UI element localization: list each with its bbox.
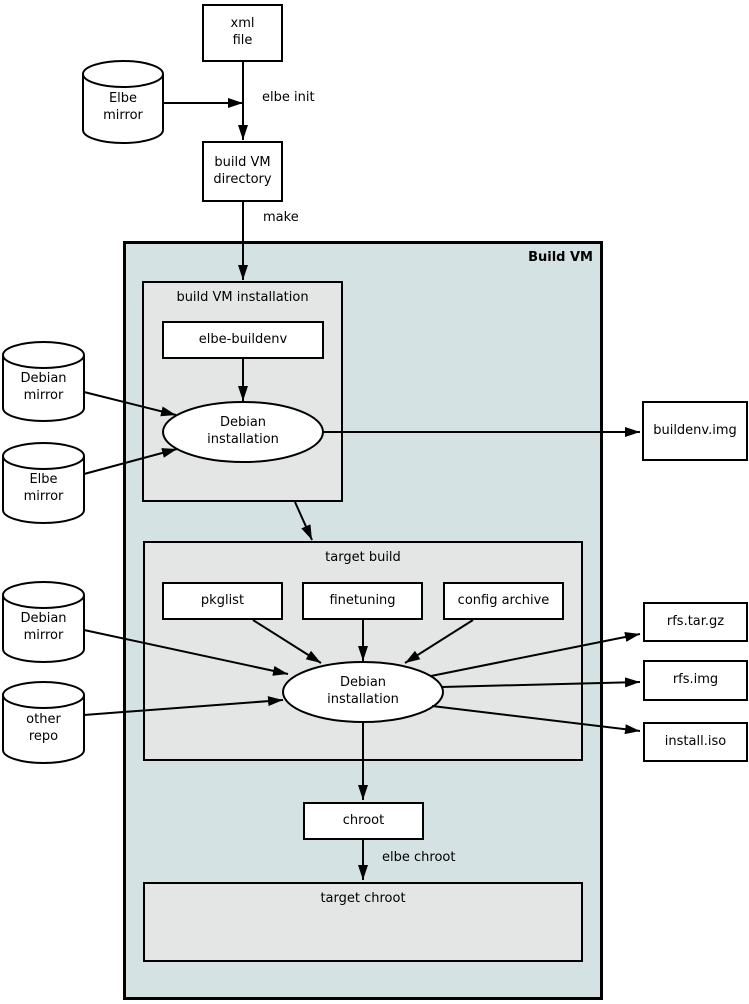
xml-file-node: xml file <box>202 4 283 62</box>
rfs-tar-gz-label: rfs.tar.gz <box>666 613 725 629</box>
other-repo-cylinder <box>2 681 85 764</box>
xml-file-label: xml file <box>230 16 255 48</box>
arrow-debian-installation-to-install-iso <box>431 705 641 735</box>
build-vm-installation-panel: build VM installation <box>142 281 343 502</box>
rfs-tar-gz-node: rfs.tar.gz <box>643 602 748 642</box>
target-chroot-title: target chroot <box>320 891 406 906</box>
finetuning-label: finetuning <box>329 592 396 608</box>
chroot-node: chroot <box>303 802 424 840</box>
elbe-buildenv-label: elbe-buildenv <box>198 331 288 347</box>
install-iso-node: install.iso <box>643 722 748 762</box>
build-vm-directory-node: build VM directory <box>202 141 283 202</box>
arrow-debian-installation-to-rfs-tar-gz <box>430 632 641 677</box>
arrow-debian-installation-to-rfs-img <box>441 677 641 688</box>
arrow-elbe-mirror-mid-to-debian-installation <box>83 448 178 475</box>
install-iso-label: install.iso <box>664 733 727 749</box>
make-edge-label: make <box>263 210 299 225</box>
pkglist-label: pkglist <box>200 592 245 608</box>
build-vm-installation-title: build VM installation <box>176 290 309 305</box>
elbe-buildenv-node: elbe-buildenv <box>162 321 324 359</box>
config-archive-label: config archive <box>457 592 550 608</box>
target-build-title: target build <box>325 550 401 565</box>
rfs-img-node: rfs.img <box>643 660 748 701</box>
buildenv-img-node: buildenv.img <box>642 401 748 461</box>
elbe-mirror-mid-cylinder <box>2 442 85 524</box>
chroot-label: chroot <box>342 812 385 828</box>
target-chroot-panel: target chroot <box>143 882 583 962</box>
elbe-chroot-edge-label: elbe chroot <box>382 850 456 865</box>
arrow-debian-mirror-upper-to-debian-installation <box>83 391 177 417</box>
arrow-installation-panel-to-target-build <box>294 501 313 541</box>
debian-installation-target-ellipse <box>282 661 444 723</box>
rfs-img-label: rfs.img <box>672 672 719 688</box>
arrow-other-repo-to-debian-installation <box>83 696 284 716</box>
debian-installation-buildenv-ellipse <box>162 401 324 463</box>
buildenv-img-label: buildenv.img <box>653 422 737 438</box>
build-vm-directory-label: build VM directory <box>213 154 272 187</box>
arrow-config-archive-to-debian-installation <box>404 619 474 664</box>
config-archive-node: config archive <box>443 582 564 620</box>
elbe-mirror-top-cylinder <box>82 60 164 144</box>
debian-mirror-upper-cylinder <box>2 341 85 422</box>
elbe-init-edge-label: elbe init <box>262 90 315 105</box>
build-vm-title: Build VM <box>528 250 593 265</box>
finetuning-node: finetuning <box>302 582 423 620</box>
arrow-debian-mirror-lower-to-debian-installation <box>83 629 289 676</box>
arrow-pkglist-to-debian-installation <box>252 619 322 664</box>
debian-mirror-lower-cylinder <box>2 581 85 663</box>
pkglist-node: pkglist <box>162 582 283 620</box>
